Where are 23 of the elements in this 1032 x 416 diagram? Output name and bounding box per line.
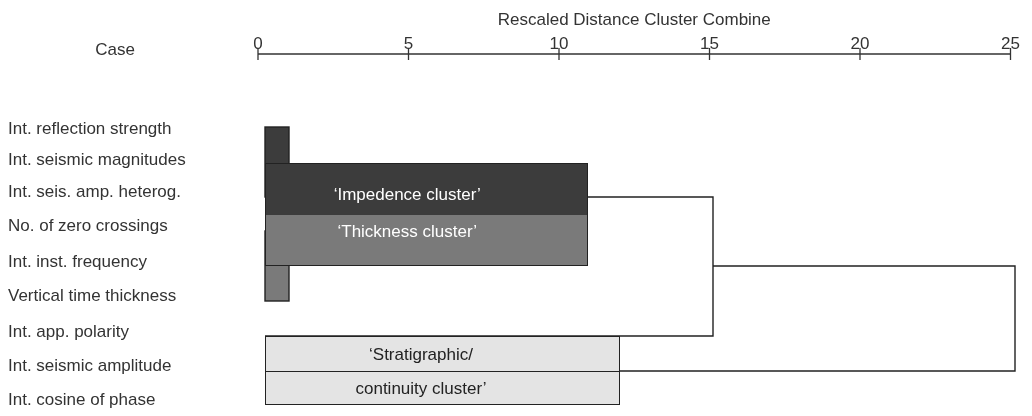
tick-label: 15: [700, 34, 719, 54]
tick-label: 10: [549, 34, 569, 54]
case-label: Int. reflection strength: [8, 119, 172, 139]
case-label: Vertical time thickness: [8, 286, 177, 306]
case-label: Int. cosine of phase: [8, 390, 156, 410]
tick-label: 5: [403, 34, 414, 54]
cluster-label: ‘Impedence cluster’: [332, 184, 482, 206]
tick-label: 20: [850, 34, 870, 54]
cluster-label: ‘Stratigraphic/ continuity cluster’: [354, 344, 488, 400]
cluster-label: ‘Thickness cluster’: [336, 221, 478, 243]
case-label: Int. inst. frequency: [8, 252, 147, 272]
case-label: Int. seis. amp. heterog.: [8, 182, 181, 202]
cluster-box: [265, 336, 620, 405]
case-label: Int. seismic magnitudes: [8, 150, 186, 170]
case-label: Int. app. polarity: [8, 322, 129, 342]
tick-label: 25: [1001, 34, 1020, 54]
case-label: No. of zero crossings: [8, 216, 168, 236]
column-header: Case: [95, 40, 135, 60]
case-label: Int. seismic amplitude: [8, 356, 172, 376]
axis-title: Rescaled Distance Cluster Combine: [497, 10, 771, 30]
tick-label: 0: [253, 34, 263, 54]
cluster-box: [265, 163, 588, 215]
cluster-box: [265, 215, 588, 266]
